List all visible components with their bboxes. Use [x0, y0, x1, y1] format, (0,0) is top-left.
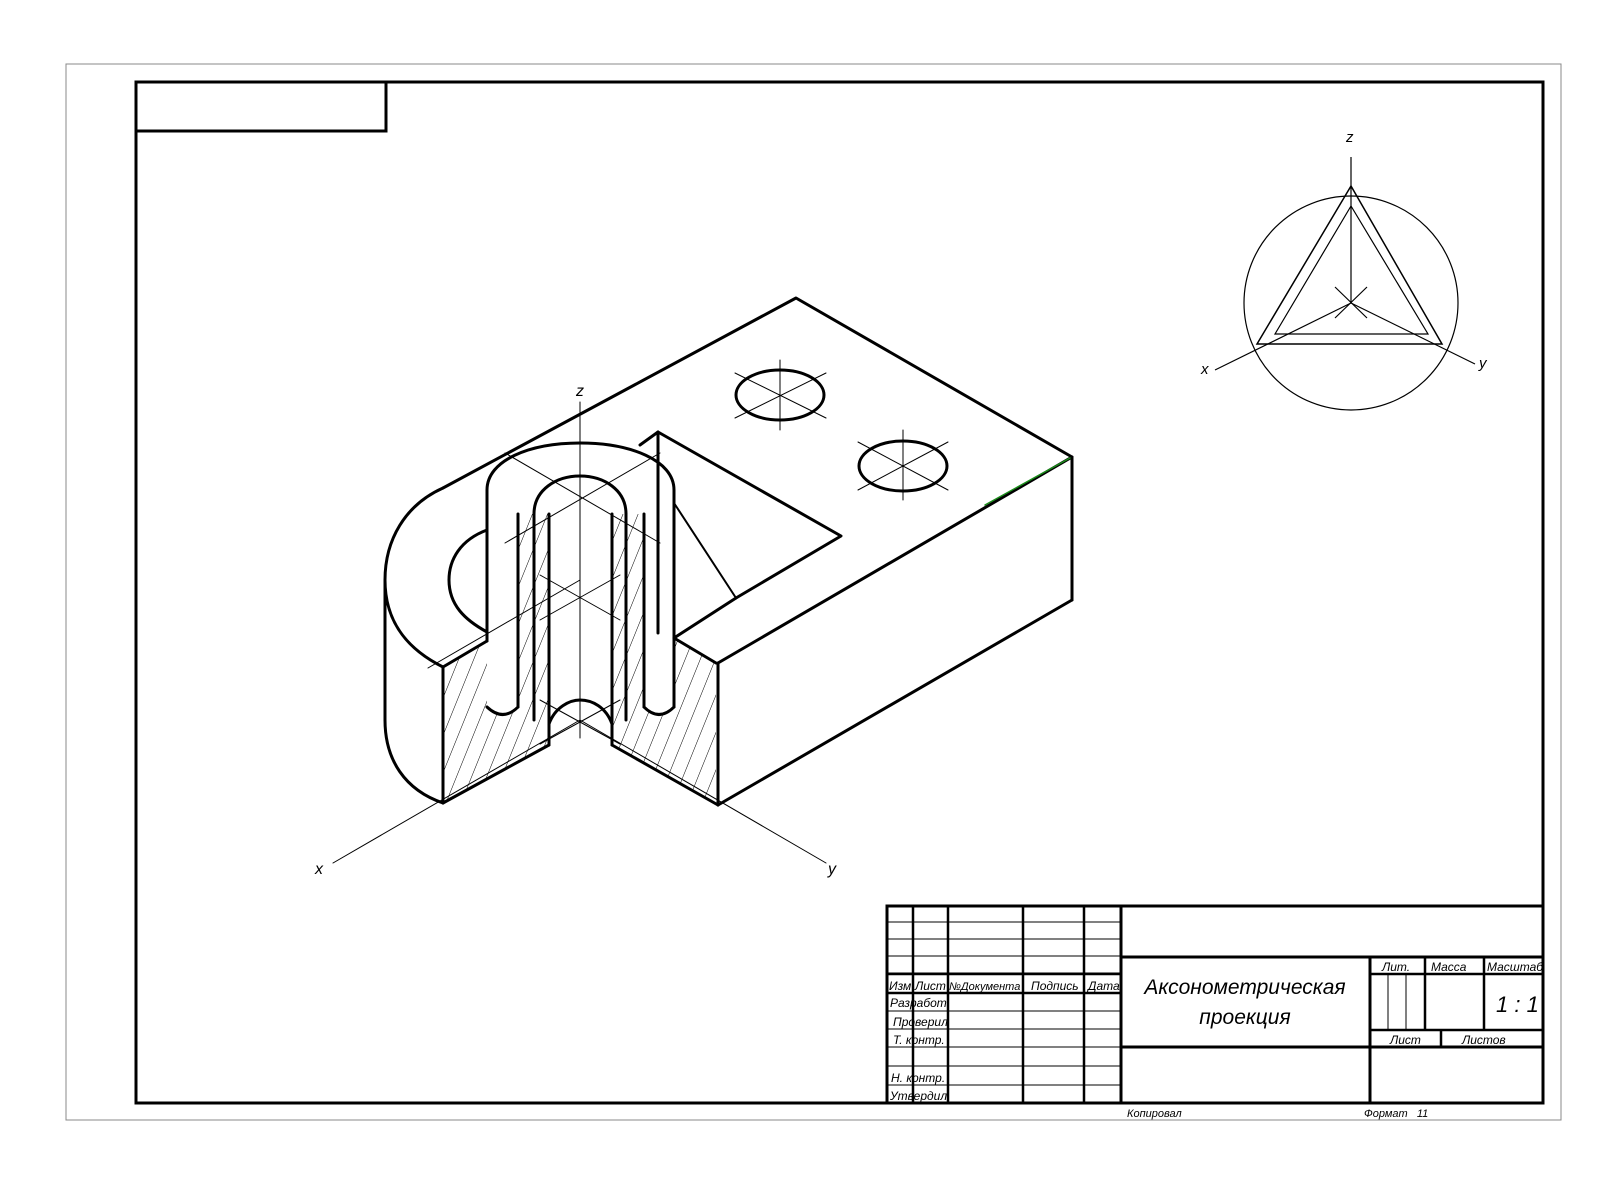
- mass-label: Масса: [1431, 960, 1467, 974]
- paper-boundary: [65, 63, 1562, 1121]
- section-left-wall: [443, 514, 549, 803]
- drawing-title-line2: проекция: [1199, 1006, 1290, 1029]
- drawing-frame: [134, 80, 1545, 1105]
- sheet-label: Лист: [1389, 1033, 1421, 1047]
- role-developed: Разработ: [890, 996, 947, 1010]
- title-block: [885, 904, 1543, 1103]
- scale-value: 1 : 1: [1496, 992, 1539, 1017]
- header-date: Дата: [1086, 979, 1120, 993]
- header-list: Лист: [914, 979, 946, 993]
- isometric-part: [332, 296, 1074, 864]
- small-axes-diagram: [1214, 157, 1476, 411]
- header-sign: Подпись: [1031, 979, 1079, 993]
- footer-format: Формат 11: [1364, 1108, 1428, 1120]
- role-approved: Утвердил: [889, 1089, 947, 1103]
- role-norm-control: Н. контр.: [891, 1071, 945, 1085]
- title-block-text: Изм Лист №Документа Подпись Дата Разрабо…: [889, 960, 1544, 1103]
- section-right-wall: [612, 514, 716, 803]
- main-axis-x-label: x: [314, 861, 324, 878]
- drawing-title-line1: Аксонометрическая: [1142, 976, 1345, 999]
- role-tech-control: Т. контр.: [893, 1033, 945, 1047]
- sheets-label: Листов: [1461, 1033, 1506, 1047]
- lit-label: Лит.: [1381, 960, 1410, 974]
- top-left-stamp-box: [136, 82, 388, 133]
- small-axis-x-label: x: [1200, 361, 1209, 378]
- small-axis-z-label: z: [1345, 129, 1354, 146]
- header-izm: Изм: [889, 979, 911, 993]
- main-axis-y-label: y: [827, 861, 837, 878]
- footer-copied: Копировал: [1127, 1108, 1182, 1120]
- part-outline: [383, 296, 1074, 807]
- highlight-edge: [984, 457, 1071, 506]
- main-axis-z-label: z: [575, 383, 584, 400]
- small-axis-y-label: y: [1478, 355, 1488, 372]
- scale-label: Масштаб: [1487, 960, 1544, 974]
- header-doc: №Документа: [949, 981, 1020, 993]
- role-checked: Проверил: [893, 1015, 948, 1029]
